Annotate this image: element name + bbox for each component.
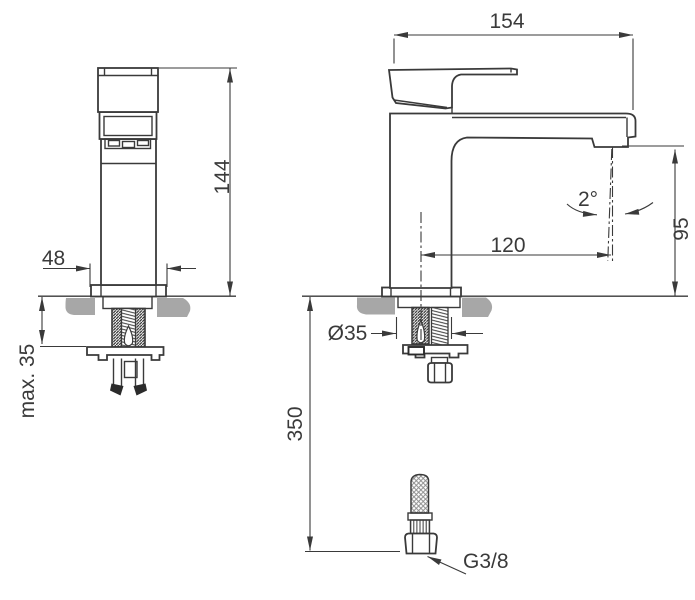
dim-width-48: 48 bbox=[42, 247, 196, 287]
dim-reach-120: 120 bbox=[421, 234, 611, 258]
handle-block-front bbox=[97, 67, 159, 113]
bracket-detail bbox=[407, 346, 425, 356]
dim-thread-g38: G3/8 bbox=[427, 550, 509, 575]
lever-handle bbox=[387, 67, 518, 110]
dim-angle-2deg: 2° bbox=[566, 188, 654, 217]
hose-connector-front bbox=[123, 360, 138, 379]
hose-end-left bbox=[110, 383, 124, 396]
dim-hose-length-350: 350 bbox=[284, 297, 400, 553]
dim-label-angle: 2° bbox=[578, 188, 598, 211]
spout-collar-inner bbox=[103, 115, 153, 137]
dim-label-reach: 120 bbox=[490, 234, 525, 257]
dim-label-height: 144 bbox=[211, 159, 234, 194]
stream-angle-line bbox=[607, 148, 613, 262]
mounting-bracket-front bbox=[86, 346, 165, 361]
dim-label-width: 48 bbox=[42, 247, 65, 270]
base-flange-front bbox=[90, 284, 167, 298]
braided-hose bbox=[410, 473, 430, 514]
dim-max-35: max. 35 bbox=[16, 297, 86, 418]
front-view: 144 48 max. 35 bbox=[16, 67, 237, 418]
body-front bbox=[100, 138, 157, 286]
dim-label-max-thickness: max. 35 bbox=[16, 344, 39, 419]
countertop-front bbox=[38, 295, 236, 317]
handle-side bbox=[387, 67, 518, 114]
supply-hoses-front bbox=[110, 358, 147, 396]
dim-hole-diameter-35: Ø35 bbox=[328, 317, 483, 345]
threaded-rod-side bbox=[430, 306, 449, 348]
handle-front bbox=[97, 67, 159, 113]
countertop-cut-left bbox=[65, 298, 95, 315]
aerator-front bbox=[104, 138, 152, 150]
dim-label-hole-diameter: Ø35 bbox=[328, 322, 368, 345]
hose-ribbed-section bbox=[409, 519, 431, 535]
dim-depth-154: 154 bbox=[393, 10, 634, 110]
undercounter-front bbox=[86, 295, 165, 396]
countertop-cut-left-side bbox=[356, 297, 395, 315]
countertop-cut-right-side bbox=[462, 297, 493, 317]
countertop-side bbox=[302, 295, 688, 317]
mounting-nut bbox=[427, 362, 453, 384]
countertop-cut-right bbox=[157, 298, 191, 317]
centerlines bbox=[420, 147, 614, 344]
hose-drop-front bbox=[123, 324, 134, 347]
dim-label-depth: 154 bbox=[489, 10, 524, 33]
dim-label-thread: G3/8 bbox=[463, 550, 509, 573]
body-and-spout-side bbox=[389, 112, 637, 289]
dim-outlet-height-95: 95 bbox=[622, 145, 693, 296]
faucet-front bbox=[90, 67, 167, 298]
side-view: 154 95 120 2° Ø35 350 bbox=[284, 10, 693, 575]
dim-label-hose-length: 350 bbox=[284, 406, 307, 441]
supply-hose-assembly bbox=[404, 473, 438, 555]
g38-connection-nut bbox=[404, 532, 438, 555]
dim-label-outlet-height: 95 bbox=[670, 217, 693, 240]
hose-end-right bbox=[133, 383, 147, 396]
dim-height-144: 144 bbox=[159, 67, 237, 296]
